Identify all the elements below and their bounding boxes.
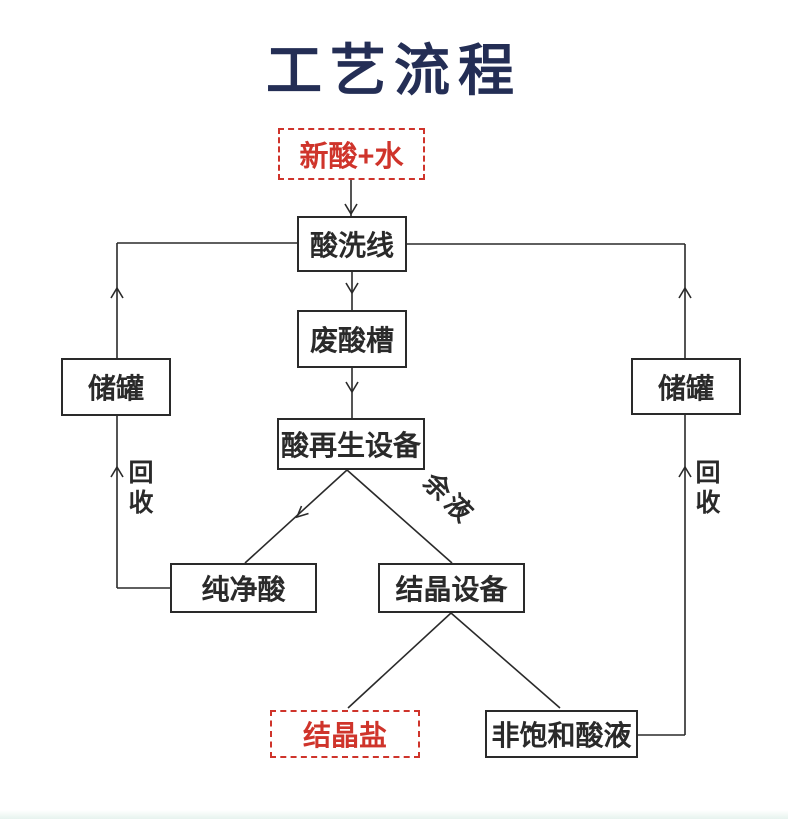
edge-crystallizer-crystalsalt xyxy=(347,612,452,709)
arrowhead-down-icon xyxy=(344,203,358,216)
node-acid-regeneration[interactable]: 酸再生设备 xyxy=(277,418,425,470)
node-waste-acid-tank[interactable]: 废酸槽 xyxy=(297,310,407,368)
arrowhead-up-icon xyxy=(110,286,124,299)
node-crystallizer[interactable]: 结晶设备 xyxy=(378,563,525,613)
edge-regeneration-crystallizer xyxy=(346,469,453,564)
edge-regeneration-pureacid xyxy=(244,469,348,564)
node-crystal-salt[interactable]: 结晶盐 xyxy=(270,710,420,758)
edge-crystallizer-unsaturated xyxy=(450,612,561,709)
edge-label-recycle-right: 回收 xyxy=(695,459,721,517)
arrowhead-up-icon xyxy=(110,465,124,478)
edge-label-recycle-left: 回收 xyxy=(128,459,154,517)
node-fresh-acid[interactable]: 新酸+水 xyxy=(278,128,425,180)
edge-label-residual-liquid: 余液 xyxy=(417,466,481,530)
node-pure-acid[interactable]: 纯净酸 xyxy=(170,563,317,613)
footer-accent-bar xyxy=(0,810,788,819)
arrowhead-up-icon xyxy=(678,286,692,299)
arrowhead-down-icon xyxy=(345,282,359,295)
arrowhead-diagonal-icon xyxy=(295,505,309,519)
node-unsaturated-acid[interactable]: 非饱和酸液 xyxy=(485,710,638,758)
node-storage-tank-right[interactable]: 储罐 xyxy=(631,358,741,415)
arrowhead-down-icon xyxy=(345,381,359,394)
page-title: 工艺流程 xyxy=(266,39,522,102)
node-pickling-line[interactable]: 酸洗线 xyxy=(297,216,407,272)
node-storage-tank-left[interactable]: 储罐 xyxy=(61,358,171,416)
arrowhead-up-icon xyxy=(678,465,692,478)
